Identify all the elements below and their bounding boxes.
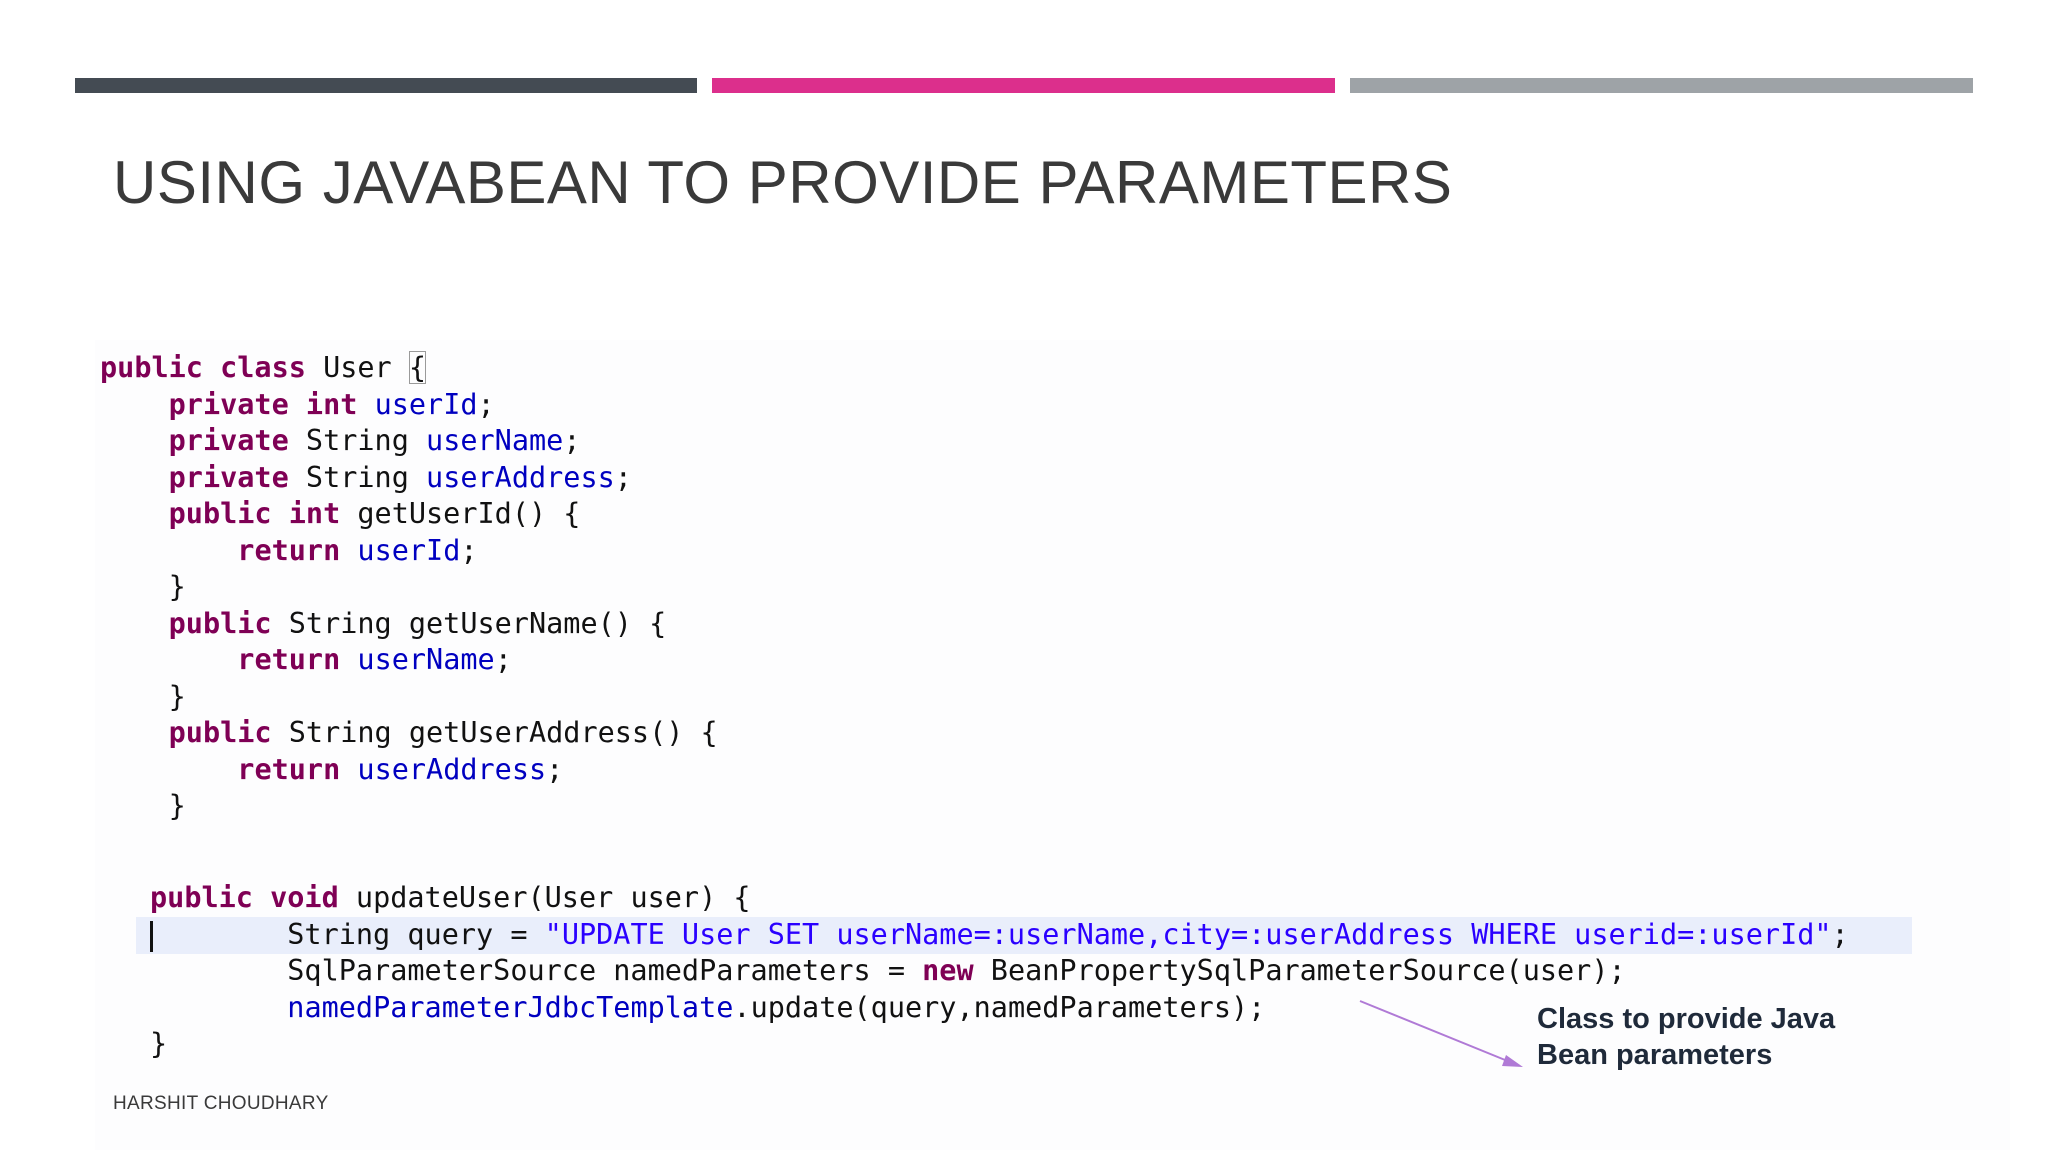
code-line: String query = "UPDATE User SET userName… xyxy=(150,917,1849,954)
code-token: String query = xyxy=(150,917,545,951)
code-line: namedParameterJdbcTemplate.update(query,… xyxy=(150,990,1849,1027)
code-token: public xyxy=(168,716,272,749)
code-token: String xyxy=(288,424,427,457)
code-line: private String userName; xyxy=(100,423,718,460)
code-token: userName xyxy=(357,643,495,676)
code-token: ; xyxy=(563,424,581,457)
code-line: public String getUserAddress() { xyxy=(100,715,718,752)
code-token: String getUserName() { xyxy=(271,606,667,640)
title-bar-dark-segment xyxy=(75,78,697,93)
code-line: public int getUserId() { xyxy=(100,496,718,533)
code-token: updateUser(User user) { xyxy=(338,881,751,914)
code-token: } xyxy=(150,1027,168,1060)
code-token: .update(query,namedParameters); xyxy=(733,990,1266,1024)
code-token: User xyxy=(305,351,409,384)
code-token: ; xyxy=(477,387,495,421)
title-bar-accent-segment xyxy=(712,78,1335,93)
callout-text: Class to provide Java Bean parameters xyxy=(1537,1001,1835,1073)
callout-line-2: Bean parameters xyxy=(1537,1039,1773,1071)
title-bar-light-segment xyxy=(1350,78,1973,93)
code-token: private int xyxy=(168,387,358,421)
highlighted-code-line xyxy=(136,917,1912,954)
code-line: public String getUserName() { xyxy=(100,606,718,643)
code-token: ; xyxy=(546,752,564,786)
code-token: ; xyxy=(460,533,478,567)
code-token: namedParameterJdbcTemplate xyxy=(287,990,734,1024)
code-token: } xyxy=(100,570,186,603)
code-line: return userName; xyxy=(100,642,718,679)
code-token: String getUserAddress() { xyxy=(271,716,718,749)
code-line: return userId; xyxy=(100,533,718,570)
code-line: public void updateUser(User user) { xyxy=(150,880,1849,917)
code-line: } xyxy=(100,788,718,825)
code-token: } xyxy=(100,679,186,713)
code-token: getUserId() { xyxy=(340,497,581,530)
code-token: } xyxy=(100,789,186,822)
code-token: private xyxy=(168,460,289,494)
code-token: public class xyxy=(100,351,306,384)
code-line: SqlParameterSource namedParameters = new… xyxy=(150,953,1849,990)
code-token: private xyxy=(168,424,289,457)
code-token: userAddress xyxy=(357,752,547,786)
code-token: public int xyxy=(168,497,341,530)
slide-title: USING JAVABEAN TO PROVIDE PARAMETERS xyxy=(113,149,1453,216)
code-screenshot-panel xyxy=(95,340,2010,1150)
code-token: ; xyxy=(614,460,632,494)
code-token: ; xyxy=(1831,917,1849,951)
footer-author: HARSHIT CHOUDHARY xyxy=(113,1093,329,1114)
callout-line-1: Class to provide Java xyxy=(1537,1003,1836,1035)
text-cursor xyxy=(150,921,153,952)
update-user-method-code-block: public void updateUser(User user) { Stri… xyxy=(150,880,1849,1063)
code-token: BeanPropertySqlParameterSource(user); xyxy=(973,954,1626,987)
code-token: ; xyxy=(494,643,512,676)
code-token: "UPDATE User SET userName=:userName,city… xyxy=(544,917,1832,951)
code-token: public void xyxy=(150,881,339,914)
code-line: private String userAddress; xyxy=(100,460,718,497)
code-token: { xyxy=(408,351,427,384)
code-token: public xyxy=(168,606,272,640)
user-class-code-block: public class User { private int userId; … xyxy=(100,350,718,825)
code-line: } xyxy=(100,569,718,606)
code-line: } xyxy=(100,679,718,716)
code-token: new xyxy=(922,954,974,987)
code-line: private int userId; xyxy=(100,387,718,424)
code-token: return xyxy=(237,643,341,676)
code-token: userId xyxy=(357,533,461,567)
code-token: return xyxy=(237,533,341,567)
code-line: public class User { xyxy=(100,350,718,387)
code-token: userId xyxy=(374,387,478,421)
code-token: return xyxy=(237,752,341,786)
code-token: userAddress xyxy=(426,460,615,494)
code-line: } xyxy=(150,1026,1849,1063)
code-line: return userAddress; xyxy=(100,752,718,789)
code-token: SqlParameterSource namedParameters = xyxy=(150,954,923,987)
code-token: userName xyxy=(426,424,564,457)
code-token: String xyxy=(288,460,427,494)
